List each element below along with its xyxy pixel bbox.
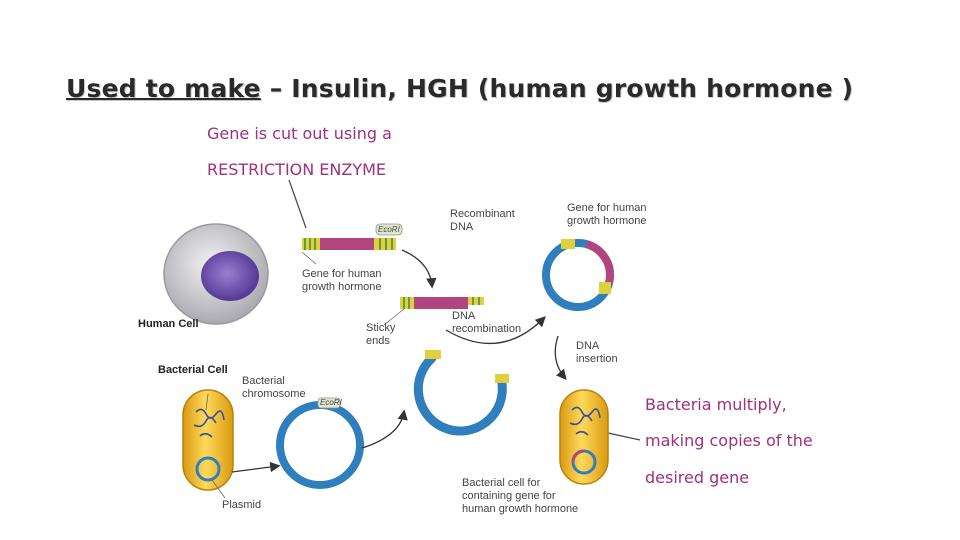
page-title: Used to make – Insulin, HGH (human growt…: [66, 74, 853, 103]
bacterial-cell-left: [182, 389, 234, 491]
label-bacterial-chromosome: Bacterial chromosome: [242, 375, 306, 400]
multiply-callout-line2: making copies of the: [645, 431, 813, 450]
arrow-recombination: [445, 316, 546, 345]
label-bacterial-cell-containing: Bacterial cell for containing gene for h…: [462, 477, 579, 515]
multiply-callout-line1: Bacteria multiply,: [645, 395, 787, 414]
ecori-badge-1: [375, 223, 403, 236]
restriction-callout-line2: RESTRICTION ENZYME: [207, 160, 387, 179]
multiply-callout-line3: desired gene: [645, 468, 750, 487]
plasmid-label-pointer: [211, 479, 226, 499]
label-recombinant-dna: Recombinant DNA: [450, 208, 515, 233]
label-ecori-2: EcoRI: [320, 398, 342, 407]
arrow-insertion: [554, 335, 567, 380]
label-gene-for-hgh: Gene for human growth hormone: [302, 268, 382, 293]
bacterial-cell-right: [559, 389, 609, 485]
label-ecori-1: EcoRI: [378, 225, 400, 234]
restriction-pointer-line: [288, 179, 307, 229]
label-human-cell: Human Cell: [138, 318, 199, 330]
title-rest: – Insulin, HGH (human growth hormone ): [260, 74, 854, 103]
label-gene-for-hgh-2: Gene for human growth hormone: [567, 202, 647, 227]
chromosome-label-pointer: [205, 393, 209, 411]
restriction-callout-line1: Gene is cut out using a: [207, 124, 392, 143]
recombinant-dna-ring: [542, 239, 614, 311]
arrow-gene-to-sticky: [401, 249, 437, 289]
open-plasmid: [413, 350, 509, 436]
title-underlined: Used to make: [66, 74, 261, 103]
label-bacterial-cell: Bacterial Cell: [158, 364, 228, 376]
label-sticky-ends: Sticky ends: [366, 322, 396, 347]
arrow-ring-to-open: [361, 409, 408, 449]
gene-label-pointer: [301, 251, 317, 265]
sticky-ends-fragment: [400, 297, 484, 309]
cut-plasmid-ring: [276, 397, 364, 489]
human-cell: [163, 223, 269, 325]
label-plasmid: Plasmid: [222, 499, 262, 511]
label-dna-recombination: DNA recombination: [452, 310, 522, 335]
label-dna-insertion: DNA insertion: [576, 340, 618, 365]
multiply-pointer-line: [607, 432, 641, 441]
hgh-gene-fragment: [302, 238, 396, 250]
sticky-label-pointer: [383, 308, 405, 326]
arrow-plasmid-to-ring: [231, 461, 281, 473]
